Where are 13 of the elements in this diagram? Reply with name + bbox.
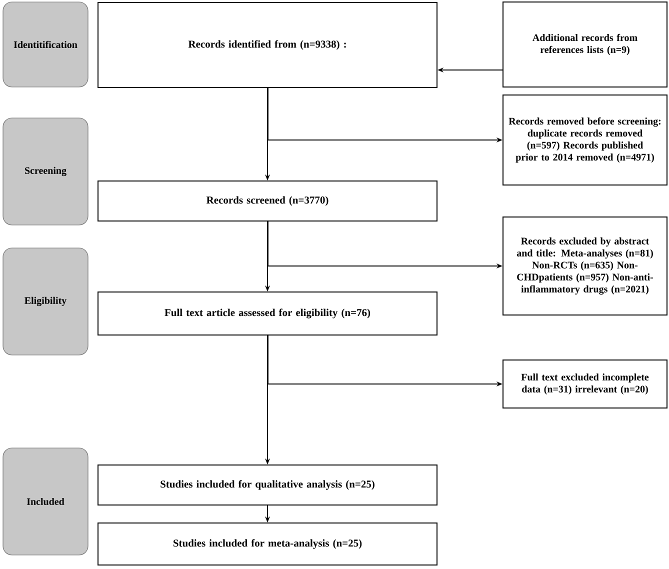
side-box: Additional records from references lists (n=9)	[502, 2, 668, 88]
stage-box: Identitification	[2, 2, 88, 88]
stage-box: Eligibility	[2, 248, 88, 356]
side-box: Records removed before screening: duplicate records removed (n=597) Records published prior to 2014 removed (n=4971)	[502, 94, 668, 186]
side-box: Full text excluded incomplete data (n=31) irrelevant (n=20)	[502, 360, 668, 408]
process-box: Records identified from (n=9338) :	[98, 2, 438, 88]
side-box: Records excluded by abstract and title: Meta-analyses (n=81) Non-RCTs (n=635) Non-CHDpatients (n=957) Non-anti-inflammatory drugs (n=2021)	[502, 216, 668, 316]
stage-box: Screening	[2, 118, 88, 226]
process-box: Records screened (n=3770)	[98, 180, 438, 222]
stage-box: Included	[2, 448, 88, 556]
process-box: Studies included for qualitative analysis (n=25)	[98, 464, 438, 506]
process-box: Studies included for meta-analysis (n=25)	[98, 522, 438, 566]
process-box: Full text article assessed for eligibility (n=76)	[98, 292, 438, 336]
